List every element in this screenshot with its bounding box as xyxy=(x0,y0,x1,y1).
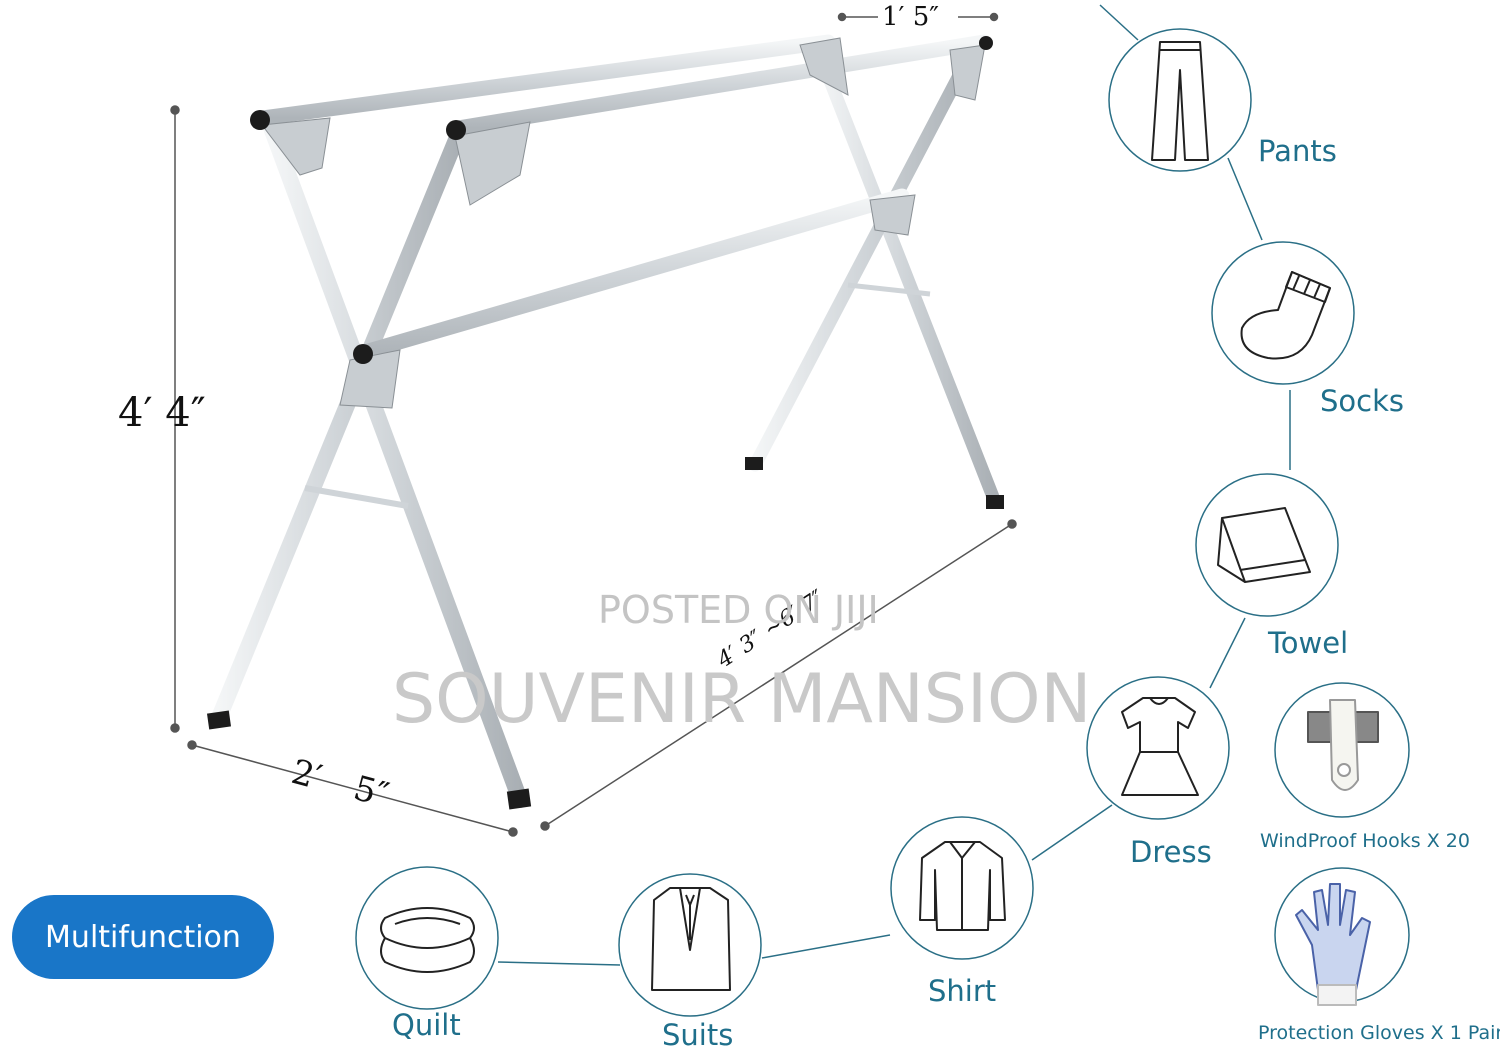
quilt-circle xyxy=(355,866,499,1010)
glove-icon xyxy=(1295,883,1371,1006)
shirt-icon xyxy=(919,841,1006,931)
feature-connector-line xyxy=(497,4,1291,966)
label-quilt: Quilt xyxy=(392,1008,461,1042)
dimension-lines xyxy=(170,12,1017,837)
socks-circle xyxy=(1211,241,1355,385)
label-towel: Towel xyxy=(1268,626,1349,660)
middle-bar xyxy=(357,188,910,360)
dress-icon xyxy=(1121,697,1199,796)
rack-frame xyxy=(206,34,1004,810)
towel-icon xyxy=(1217,507,1311,583)
label-socks: Socks xyxy=(1320,384,1404,418)
front-leg-b xyxy=(210,122,468,728)
rear-leg-b xyxy=(748,38,982,472)
hook-icon xyxy=(1307,699,1379,791)
label-dress: Dress xyxy=(1130,835,1212,869)
sock-icon xyxy=(1240,271,1331,360)
top-bar-rear xyxy=(254,34,836,126)
label-pants: Pants xyxy=(1258,134,1337,168)
top-bar-front xyxy=(450,34,992,136)
label-gloves: Protection Gloves X 1 Pair xyxy=(1258,1022,1500,1044)
front-leg-a xyxy=(262,117,528,808)
label-suits: Suits xyxy=(662,1018,734,1052)
watermark-line-1: POSTED ON JIJI xyxy=(598,588,879,632)
label-shirt: Shirt xyxy=(928,974,997,1008)
rear-leg-a xyxy=(811,43,1002,509)
multifunction-badge: Multifunction xyxy=(12,895,274,979)
towel-circle xyxy=(1195,473,1339,617)
quilt-icon xyxy=(380,907,475,973)
suit-icon xyxy=(651,887,731,991)
label-hooks: WindProof Hooks X 20 xyxy=(1260,830,1470,852)
watermark-line-2: SOUVENIR MANSION xyxy=(392,660,1092,739)
height-dimension-label: 4′ 4″ xyxy=(118,390,206,436)
depth-dimension-label: 1′ 5″ xyxy=(882,2,939,32)
pants-circle xyxy=(1108,28,1252,172)
multifunction-label: Multifunction xyxy=(45,919,241,955)
pants-icon xyxy=(1151,41,1209,161)
